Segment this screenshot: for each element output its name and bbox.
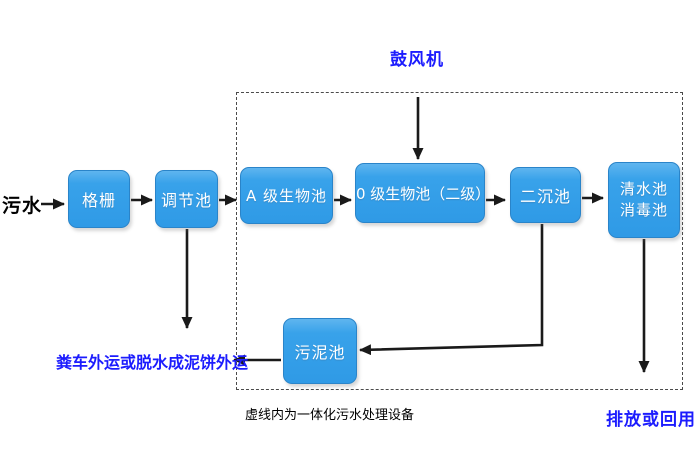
node-grid[interactable]: 格栅 xyxy=(68,170,130,228)
dashed-box-note-label: 虚线内为一体化污水处理设备 xyxy=(245,408,415,423)
sludge-disposal-label: 粪车外运或脱水成泥饼外运 xyxy=(56,353,249,372)
node-a-bio-tank[interactable]: A 级生物池 xyxy=(240,167,333,224)
node-clear-water-tank-label-line1: 清水池 xyxy=(619,180,668,198)
blower-label: 鼓风机 xyxy=(390,50,444,70)
node-regulating-tank[interactable]: 调节池 xyxy=(155,170,218,228)
node-clear-water-tank-label-line2: 消毒池 xyxy=(619,201,668,219)
node-sludge-tank[interactable]: 污泥池 xyxy=(283,318,357,384)
influent-label: 污水 xyxy=(2,195,43,217)
node-a-bio-tank-label: A 级生物池 xyxy=(245,187,328,205)
node-secondary-sedimentation-tank[interactable]: 二沉池 xyxy=(510,167,581,223)
node-sludge-tank-label: 污泥池 xyxy=(294,343,346,362)
node-o-bio-tank-label: 0 级生物池（二级） xyxy=(356,184,491,203)
node-clear-water-disinfection-tank[interactable]: 清水池 消毒池 xyxy=(608,162,680,238)
effluent-label: 排放或回用 xyxy=(606,410,696,430)
integrated-equipment-boundary xyxy=(236,92,683,390)
node-o-bio-tank[interactable]: 0 级生物池（二级） xyxy=(355,163,491,223)
node-regulating-tank-label: 调节池 xyxy=(160,191,212,210)
node-grid-label: 格栅 xyxy=(81,191,116,210)
node-secondary-sedimentation-tank-label: 二沉池 xyxy=(519,187,571,206)
